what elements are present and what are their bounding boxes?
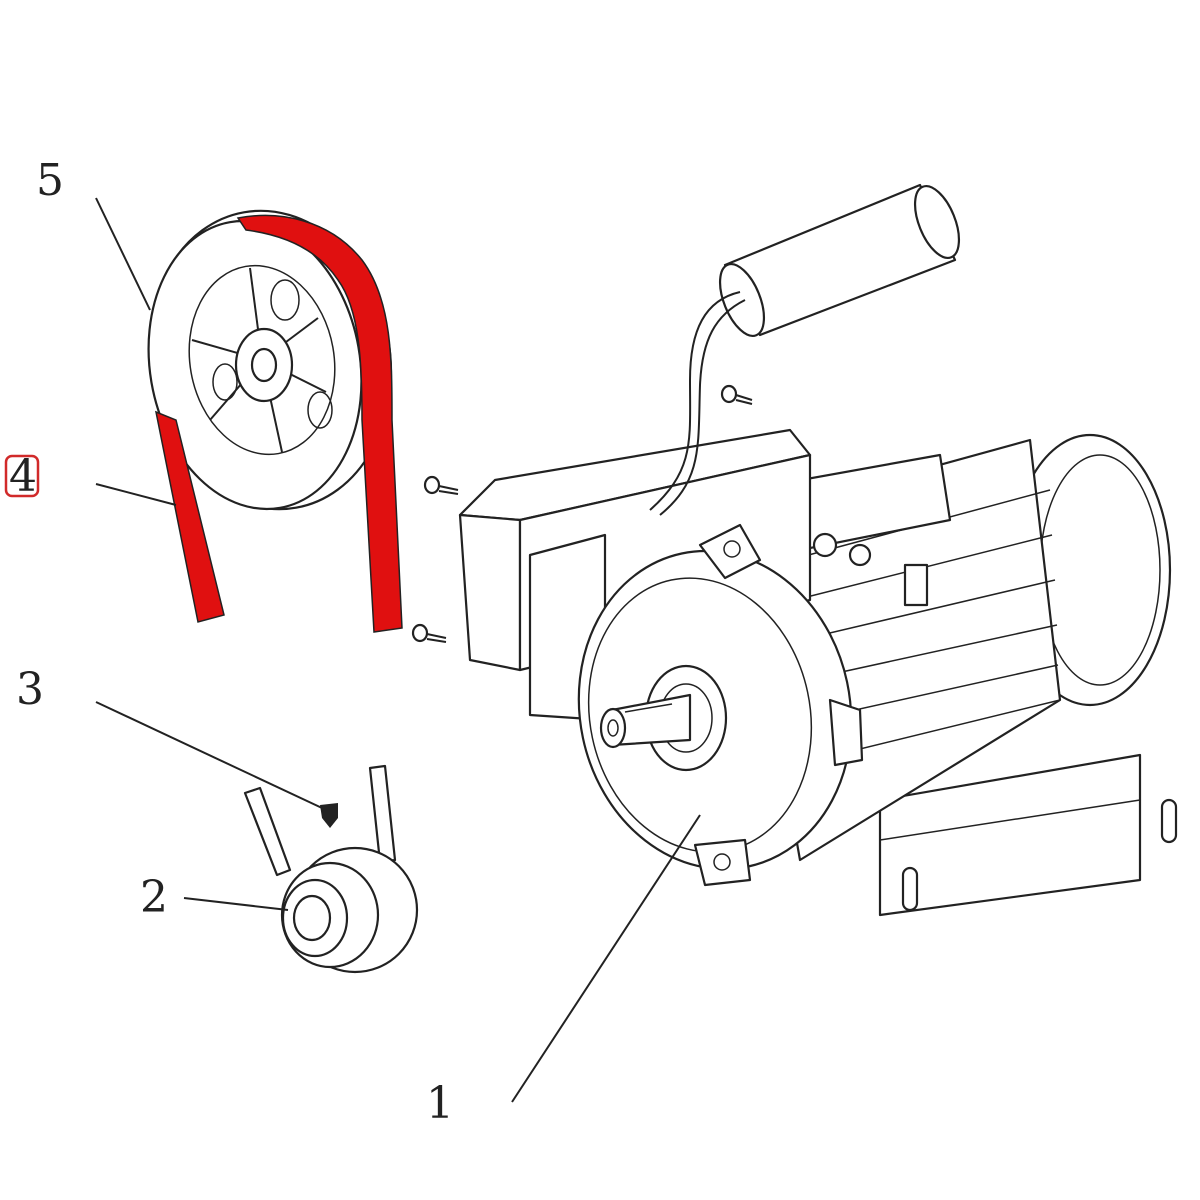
- leader-line: [183, 897, 289, 911]
- large-pulley: [147, 209, 393, 511]
- capacitor: [718, 183, 961, 337]
- electric-motor: [458, 183, 1178, 917]
- leader-line: [511, 814, 701, 1103]
- motor-shaft: [599, 693, 692, 749]
- callout-3: 3: [16, 664, 44, 715]
- leader-line: [95, 483, 177, 506]
- leader-line: [95, 701, 323, 809]
- callout-4-highlight-box: [4, 454, 40, 498]
- callout-5: 5: [36, 155, 64, 206]
- mounting-screw: [411, 623, 447, 643]
- set-screw: [320, 803, 338, 828]
- callout-4: 4: [9, 451, 37, 502]
- mounting-screw: [720, 384, 753, 405]
- leader-line: [95, 197, 151, 311]
- mounting-screw: [423, 475, 459, 495]
- callout-1: 1: [426, 1078, 454, 1129]
- small-pulley: [243, 764, 419, 974]
- v-belt: [154, 214, 403, 633]
- callout-2: 2: [140, 872, 168, 923]
